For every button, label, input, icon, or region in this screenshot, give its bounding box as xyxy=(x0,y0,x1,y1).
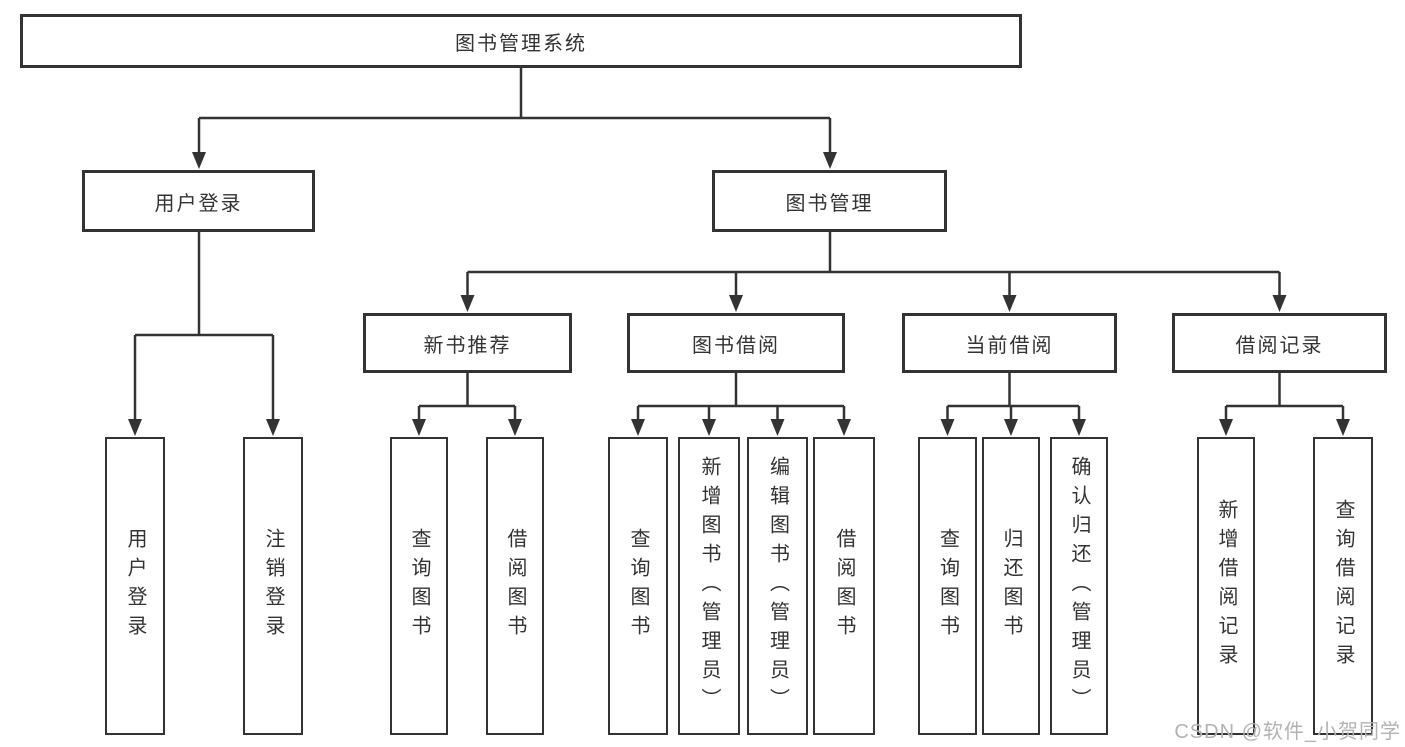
node-borrow-records: 借阅记录 xyxy=(1172,313,1387,373)
node-user-login: 用户登录 xyxy=(82,170,315,232)
node-new-book-recommend: 新书推荐 xyxy=(363,313,572,373)
leaf-nbr-borrow-books: 借阅图书 xyxy=(486,437,544,735)
leaf-bb-add-books-admin: 新增图书（管理员） xyxy=(678,437,740,735)
leaf-cb-query-books-label: 查询图书 xyxy=(936,528,959,644)
leaf-bb-query-books: 查询图书 xyxy=(608,437,668,735)
leaf-logout-login: 注销登录 xyxy=(243,437,303,735)
leaf-cb-query-books: 查询图书 xyxy=(918,437,977,735)
leaf-cb-confirm-return-admin-label: 确认归还（管理员） xyxy=(1068,455,1090,717)
node-current-borrow: 当前借阅 xyxy=(902,313,1117,373)
leaf-br-query-record: 查询借阅记录 xyxy=(1313,437,1373,735)
leaf-br-query-record-label: 查询借阅记录 xyxy=(1332,499,1354,673)
node-book-management: 图书管理 xyxy=(712,170,947,232)
leaf-nbr-query-books-label: 查询图书 xyxy=(408,528,430,644)
leaf-bb-add-books-admin-label: 新增图书（管理员） xyxy=(698,455,720,717)
leaf-cb-return-books: 归还图书 xyxy=(982,437,1040,735)
leaf-bb-borrow-books: 借阅图书 xyxy=(813,437,875,735)
leaf-user-login: 用户登录 xyxy=(105,437,165,735)
leaf-logout-login-label: 注销登录 xyxy=(262,528,284,644)
leaf-bb-edit-books-admin: 编辑图书（管理员） xyxy=(747,437,808,735)
leaf-nbr-borrow-books-label: 借阅图书 xyxy=(504,528,526,644)
node-book-borrow: 图书借阅 xyxy=(627,313,845,373)
leaf-br-add-record-label: 新增借阅记录 xyxy=(1215,499,1237,673)
leaf-bb-query-books-label: 查询图书 xyxy=(627,528,649,644)
node-book-borrow-label: 图书借阅 xyxy=(692,334,780,357)
leaf-cb-confirm-return-admin: 确认归还（管理员） xyxy=(1050,437,1108,735)
leaf-nbr-query-books: 查询图书 xyxy=(390,437,448,735)
node-book-management-label: 图书管理 xyxy=(785,192,874,215)
watermark: CSDN @软件_小贺同学 xyxy=(1174,721,1401,743)
node-current-borrow-label: 当前借阅 xyxy=(965,334,1054,357)
leaf-user-login-label: 用户登录 xyxy=(124,528,146,644)
node-new-book-recommend-label: 新书推荐 xyxy=(423,334,512,357)
leaf-bb-borrow-books-label: 借阅图书 xyxy=(833,528,855,644)
node-root: 图书管理系统 xyxy=(20,14,1022,68)
leaf-cb-return-books-label: 归还图书 xyxy=(1000,528,1022,644)
node-borrow-records-label: 借阅记录 xyxy=(1235,334,1324,357)
node-root-label: 图书管理系统 xyxy=(455,32,587,55)
leaf-br-add-record: 新增借阅记录 xyxy=(1197,437,1255,735)
leaf-bb-edit-books-admin-label: 编辑图书（管理员） xyxy=(766,455,789,717)
node-user-login-label: 用户登录 xyxy=(154,192,243,215)
